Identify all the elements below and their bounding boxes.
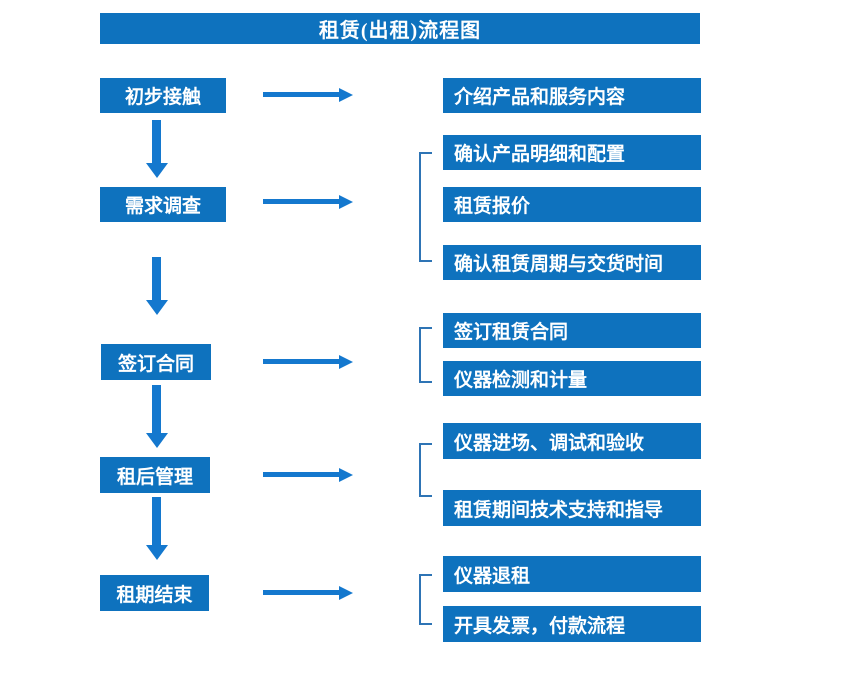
page-title: 租赁(出租)流程图 <box>318 20 482 42</box>
step-box-demand-survey: 需求调查 <box>100 187 226 222</box>
group-bracket <box>419 574 432 625</box>
arrow-right-icon <box>263 468 353 482</box>
detail-box-confirm-product-config: 确认产品明细和配置 <box>443 135 701 170</box>
step-box-sign-contract: 签订合同 <box>101 344 211 380</box>
step-box-post-rental-management: 租后管理 <box>100 457 210 493</box>
step-box-rental-end: 租期结束 <box>100 575 209 611</box>
group-bracket <box>419 152 432 262</box>
detail-box-invoice-payment: 开具发票，付款流程 <box>443 606 701 642</box>
arrow-right-icon <box>263 88 353 102</box>
group-bracket <box>419 327 432 383</box>
title-bar: 租赁(出租)流程图 <box>100 13 700 44</box>
arrow-down-icon <box>146 120 168 178</box>
arrow-down-icon <box>146 385 168 448</box>
detail-box-instrument-return: 仪器退租 <box>443 556 701 592</box>
detail-box-tech-support: 租赁期间技术支持和指导 <box>443 490 701 526</box>
step-box-initial-contact: 初步接触 <box>100 78 226 113</box>
arrow-right-icon <box>263 586 353 600</box>
group-bracket <box>419 443 432 497</box>
arrow-right-icon <box>263 195 353 209</box>
arrow-down-icon <box>146 257 168 315</box>
arrow-right-icon <box>263 355 353 369</box>
arrow-down-icon <box>146 497 168 560</box>
detail-box-confirm-period-delivery: 确认租赁周期与交货时间 <box>443 245 701 280</box>
detail-box-sign-rental-contract: 签订租赁合同 <box>443 313 701 348</box>
detail-box-instrument-setup-acceptance: 仪器进场、调试和验收 <box>443 423 701 459</box>
detail-box-introduce-products: 介绍产品和服务内容 <box>443 78 701 113</box>
detail-box-instrument-inspection: 仪器检测和计量 <box>443 361 701 396</box>
detail-box-rental-quote: 租赁报价 <box>443 187 701 222</box>
